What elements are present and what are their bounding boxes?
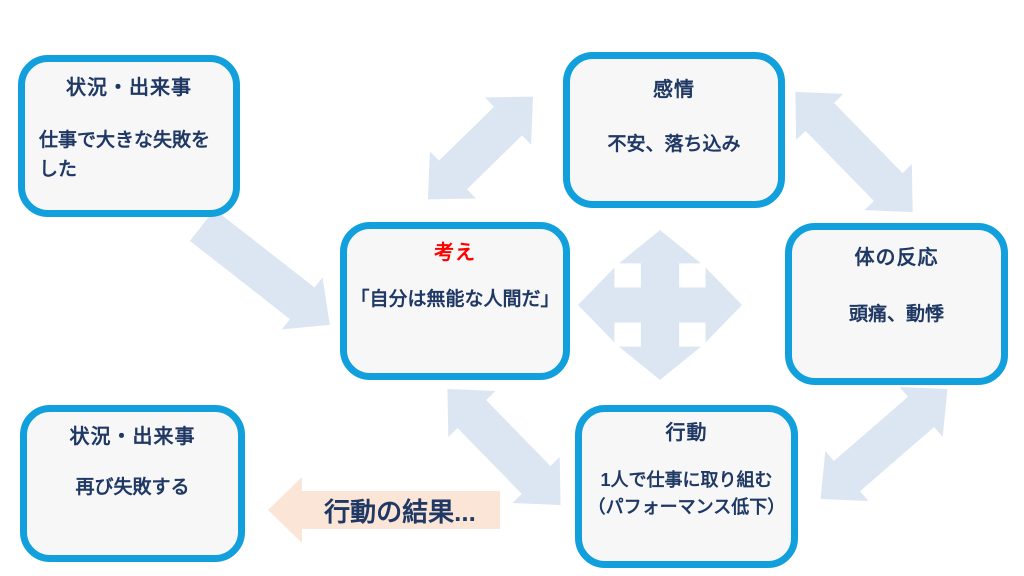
box-thought: 考え 「自分は無能な人間だ」 (340, 222, 570, 380)
box-title: 感情 (653, 79, 695, 101)
arrow-four-way-icon (578, 230, 742, 380)
arrow-bodyreaction-behavior-icon (799, 364, 969, 524)
box-body: 仕事で大きな失敗を した (39, 130, 211, 180)
box-body: 再び失敗する (75, 477, 190, 498)
box-emotion: 感情 不安、落ち込み (563, 52, 785, 208)
result-arrow-label: 行動の結果... (324, 497, 476, 527)
box-body: 1人で仕事に取り組む （パフォーマンス低下） (587, 470, 786, 517)
box-title: 体の反応 (854, 247, 939, 269)
box-body-reaction: 体の反応 頭痛、動悸 (785, 223, 1008, 385)
box-body: 不安、落ち込み (607, 134, 741, 155)
box-body: 「自分は無能な人間だ」 (350, 289, 560, 310)
box-situation-event-bottom: 状況・出来事 再び失敗する (20, 405, 245, 562)
arrow-thought-behavior-icon (424, 366, 584, 528)
box-title: 考え (434, 242, 476, 264)
arrow-emotion-bodyreaction-icon (772, 69, 937, 235)
arrow-thought-emotion-icon (405, 73, 556, 223)
box-behavior: 行動 1人で仕事に取り組む （パフォーマンス低下） (575, 405, 798, 568)
arrow-situation-to-thought-icon (182, 199, 350, 351)
arrow-behavior-result-icon (268, 477, 500, 543)
box-title: 状況・出来事 (69, 426, 196, 448)
box-title: 行動 (665, 422, 708, 444)
box-body: 頭痛、動悸 (848, 304, 944, 325)
box-title: 状況・出来事 (66, 77, 192, 99)
box-situation-event-top: 状況・出来事 仕事で大きな失敗を した (18, 55, 240, 217)
